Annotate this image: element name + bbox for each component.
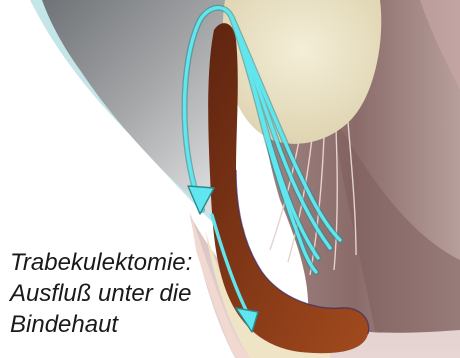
caption-line-3: Bindehaut (10, 309, 270, 340)
diagram-caption: Trabekulektomie: Ausfluß unter die Binde… (10, 247, 270, 340)
caption-line-1: Trabekulektomie: (10, 247, 270, 278)
caption-line-2: Ausfluß unter die (10, 278, 270, 309)
